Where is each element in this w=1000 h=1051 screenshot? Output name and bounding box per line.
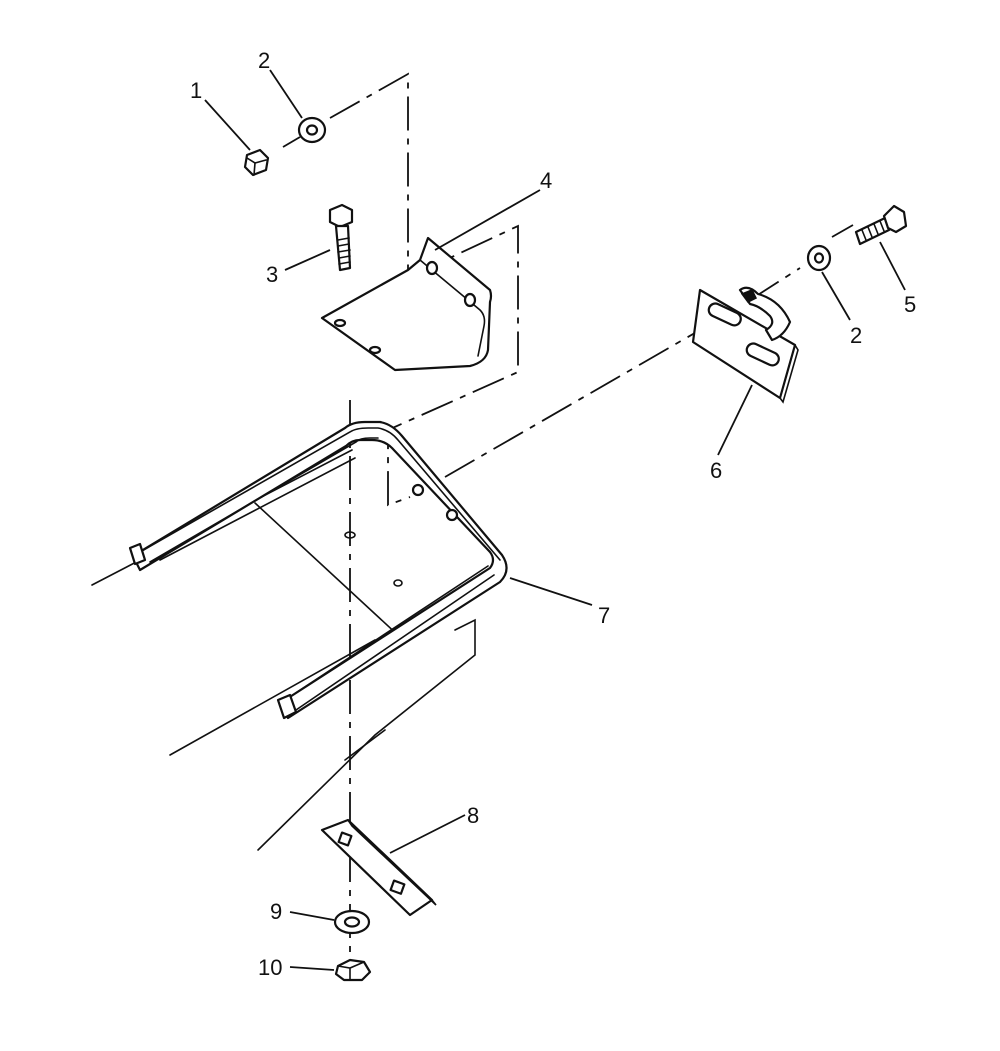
callout-1: 1 <box>190 78 202 103</box>
hex-bolt-vertical-icon <box>328 203 354 272</box>
callout-8: 8 <box>467 803 479 828</box>
flat-washer-top-icon <box>297 116 327 144</box>
callout-5: 5 <box>904 292 916 317</box>
strap-plate-icon <box>320 818 437 917</box>
hex-bolt-horizontal-icon <box>854 204 908 246</box>
callout-10: 10 <box>258 955 282 980</box>
flat-washer-right-icon <box>806 244 832 272</box>
callout-2-right: 2 <box>850 323 862 348</box>
callout-3: 3 <box>266 262 278 287</box>
angle-bracket-icon <box>320 236 493 372</box>
callout-6: 6 <box>710 458 722 483</box>
body-panel <box>91 449 476 851</box>
callout-2-top: 2 <box>258 48 270 73</box>
callout-4: 4 <box>540 168 552 193</box>
leader-lines <box>204 69 906 971</box>
u-channel-frame-icon <box>128 420 508 720</box>
slotted-latch-plate-icon <box>691 286 799 404</box>
hex-nut-top-icon <box>243 148 270 177</box>
hex-nut-bottom-icon <box>334 958 372 982</box>
callout-labels: 1 2 3 4 5 2 6 7 8 9 10 <box>190 48 916 980</box>
flat-washer-bottom-icon <box>333 909 371 935</box>
callout-7: 7 <box>598 603 610 628</box>
callout-9: 9 <box>270 899 282 924</box>
